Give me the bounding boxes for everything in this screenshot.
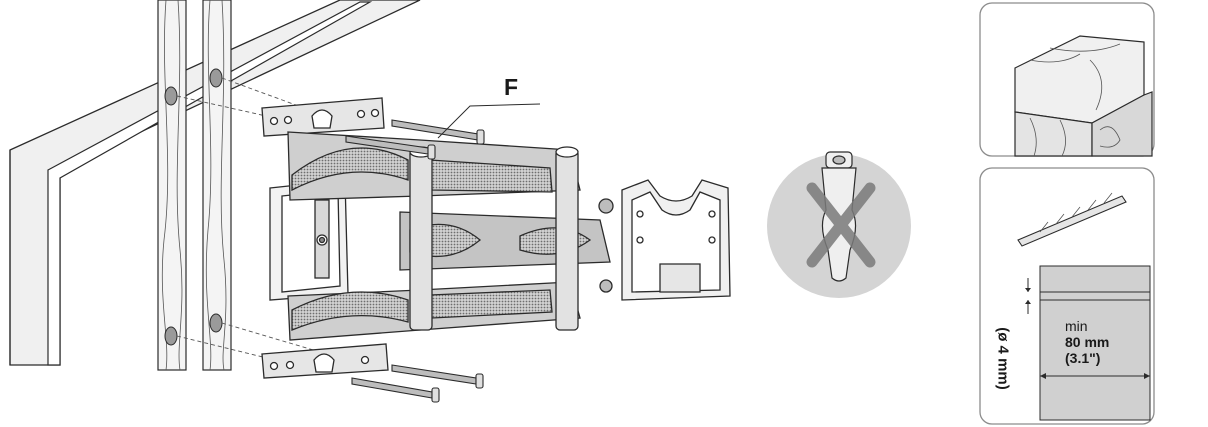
drill-diameter-label: (ø 4 mm) — [994, 327, 1012, 390]
depth-metric: 80 mm — [1065, 334, 1110, 350]
min-label: min — [1065, 318, 1088, 334]
wall-bracket — [261, 97, 389, 379]
no-wall-anchor-icon — [767, 151, 911, 298]
wall-stud-left — [157, 0, 187, 371]
vesa-plate — [598, 179, 731, 301]
screw-label-f: F — [504, 74, 519, 100]
articulating-arms — [287, 131, 611, 341]
wood-stud-panel — [979, 2, 1155, 157]
wall-stud-right — [202, 0, 232, 371]
callout-leader — [437, 103, 541, 139]
drill-depth-panel — [979, 167, 1155, 425]
lag-screws — [345, 119, 485, 403]
alignment-lines — [176, 77, 321, 361]
depth-imperial: (3.1") — [1065, 350, 1101, 366]
drill-depth-label: min 80 mm (3.1") — [1065, 318, 1109, 366]
